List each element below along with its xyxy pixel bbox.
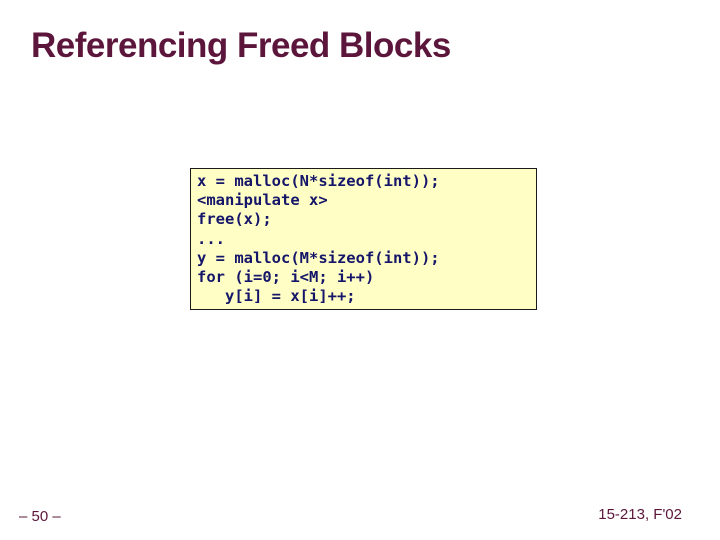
code-block: x = malloc(N*sizeof(int));<manipulate x>… — [190, 168, 537, 310]
course-footer: 15-213, F'02 — [598, 506, 682, 523]
code-line: y = malloc(M*sizeof(int)); — [197, 248, 440, 267]
page-number: – 50 – — [19, 508, 61, 525]
code-line: ... — [197, 229, 225, 248]
code-line: <manipulate x> — [197, 191, 328, 210]
slide-title: Referencing Freed Blocks — [31, 26, 451, 65]
code-line: for (i=0; i<M; i++) — [197, 268, 375, 287]
code-line: y[i] = x[i]++; — [197, 287, 356, 306]
code-line: x = malloc(N*sizeof(int)); — [197, 172, 440, 190]
code-line: free(x); — [197, 210, 272, 229]
